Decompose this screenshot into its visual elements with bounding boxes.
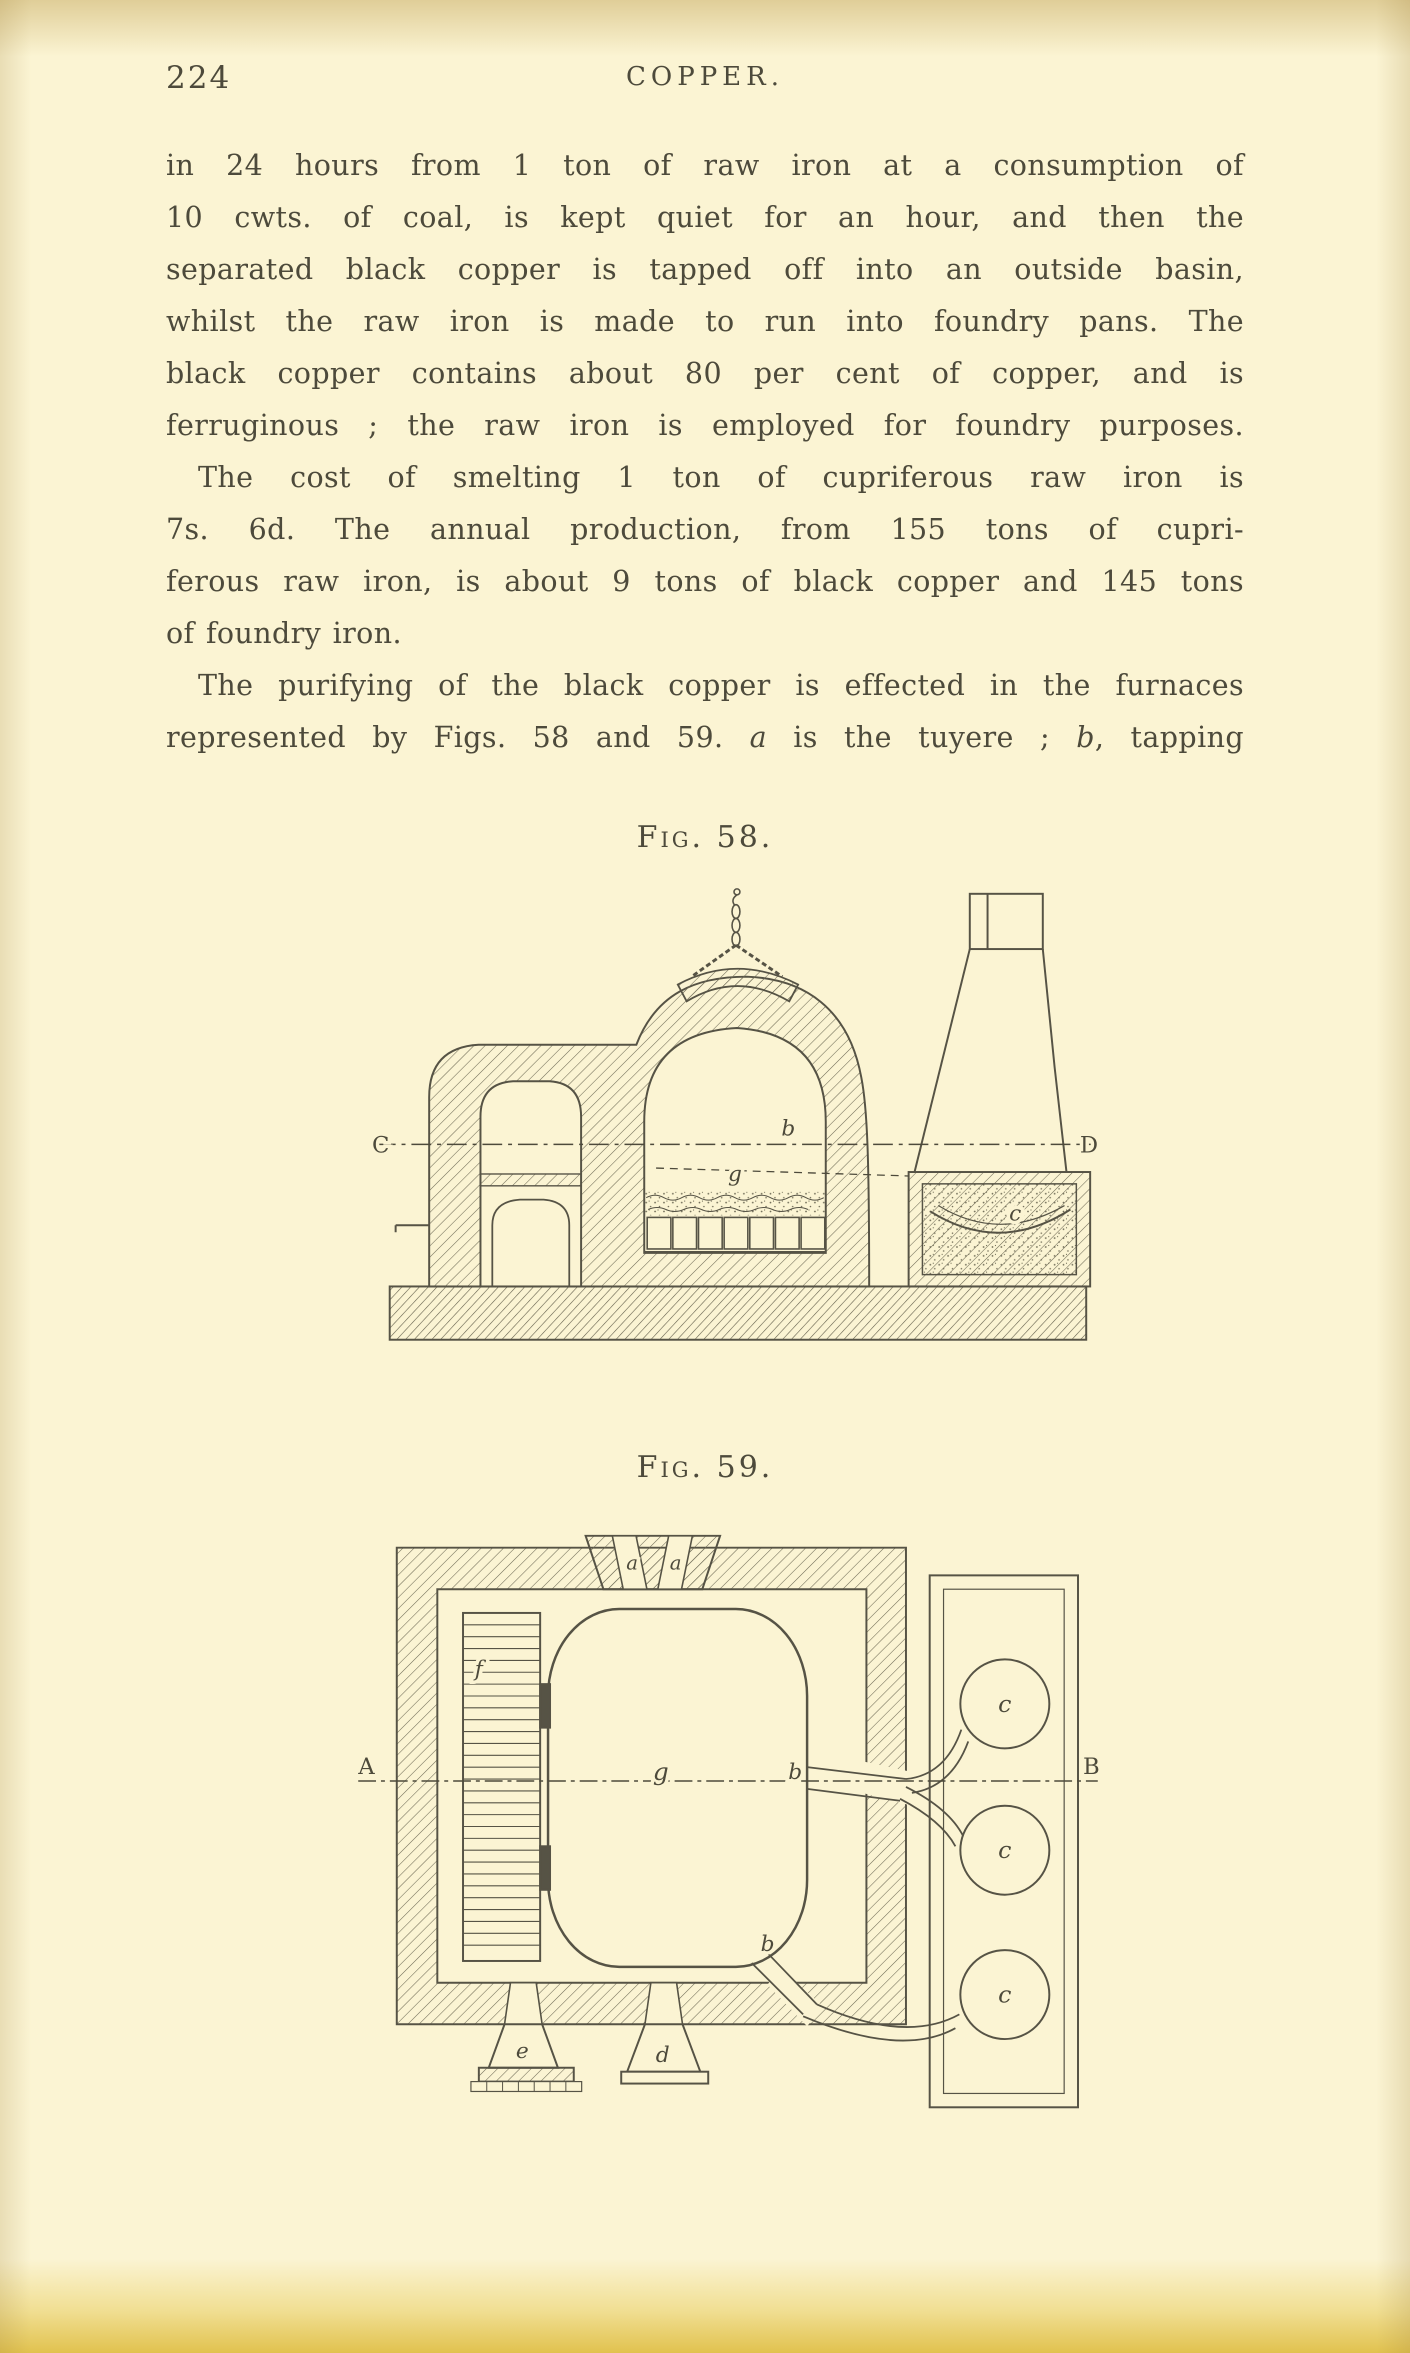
fig59-ladle-enclosure <box>928 1574 1079 2109</box>
text-line-10: of foundry iron. <box>166 617 402 650</box>
fig58-label-C: C <box>372 1132 389 1158</box>
text-line-6: ferruginous ; the raw iron is employed f… <box>166 409 1244 442</box>
fig59-spouts <box>470 2023 710 2093</box>
fig59-launders <box>751 1729 970 2042</box>
fig58-label-c: c <box>1009 1201 1021 1226</box>
text-line-3: separated black copper is tapped off int… <box>166 253 1244 286</box>
fig59-label-c2: c <box>998 1836 1011 1864</box>
fig58-label-D: D <box>1080 1132 1098 1158</box>
page-number: 224 <box>166 60 232 96</box>
fig58-label-b: b <box>781 1117 795 1142</box>
fig59-furnace-body <box>395 1534 907 2026</box>
page-header: 224 COPPER. <box>166 58 1244 100</box>
fig59-label-b1: b <box>788 1760 802 1785</box>
text-line-8: 7s. 6d. The annual production, from 155 … <box>166 513 1244 546</box>
fig58-caption: Fig. 58. <box>636 820 774 855</box>
fig58-label-g: g <box>728 1162 742 1187</box>
text-line-1: in 24 hours from 1 ton of raw iron at a … <box>166 149 1244 182</box>
fig59-label-c3: c <box>998 1980 1011 2008</box>
fig59-label-A: A <box>357 1754 375 1780</box>
fig58-chain <box>676 888 800 1003</box>
text-line-7: The cost of smelting 1 ton of cupriferou… <box>198 461 1244 494</box>
fig58-masonry <box>388 975 1088 1341</box>
fig58-basin <box>907 1171 1092 1288</box>
fig59-label-a2: a <box>670 1551 682 1574</box>
fig59-caption: Fig. 59. <box>636 1450 774 1485</box>
fig59-label-a1: a <box>626 1551 638 1574</box>
text-line-11: The purifying of the black copper is eff… <box>198 669 1244 702</box>
fig59-label-c1: c <box>998 1690 1011 1718</box>
body-text: in 24 hours from 1 ton of raw iron at a … <box>166 140 1244 764</box>
fig59-label-g: g <box>653 1757 669 1786</box>
fig59-tap-channels <box>503 1761 908 2027</box>
text-line-12-pre: represented by Figs. 58 and 59. <box>166 721 750 754</box>
fig58-chimney <box>913 892 1068 1173</box>
fig59-label-b2: b <box>761 1932 775 1957</box>
label-b-ref: b <box>1076 721 1095 754</box>
fig59-label-B: B <box>1083 1754 1100 1780</box>
text-line-4: whilst the raw iron is made to run into … <box>166 305 1244 338</box>
text-line-12-mid: is the tuyere ; <box>767 721 1077 754</box>
label-a-ref: a <box>749 721 768 754</box>
fig59-label-d: d <box>656 2043 670 2068</box>
fig59-label-e: e <box>516 2039 529 2064</box>
fig58-drawing: C D b g c <box>369 888 1102 1341</box>
text-line-12: represented by Figs. 58 and 59. a is the… <box>166 712 1244 764</box>
text-line-9: ferous raw iron, is about 9 tons of blac… <box>166 565 1244 598</box>
text-line-12-post: , tapping <box>1094 721 1244 754</box>
running-title: COPPER. <box>625 62 785 92</box>
fig58-centerlines <box>375 1143 1093 1177</box>
text-line-5: black copper contains about 80 per cent … <box>166 357 1244 390</box>
text-line-2: 10 cwts. of coal, is kept quiet for an h… <box>166 201 1244 234</box>
fig59-drawing: a a A B f g b b c c c d e <box>354 1534 1103 2109</box>
fig58-labels: C D b g c <box>369 1113 1102 1230</box>
